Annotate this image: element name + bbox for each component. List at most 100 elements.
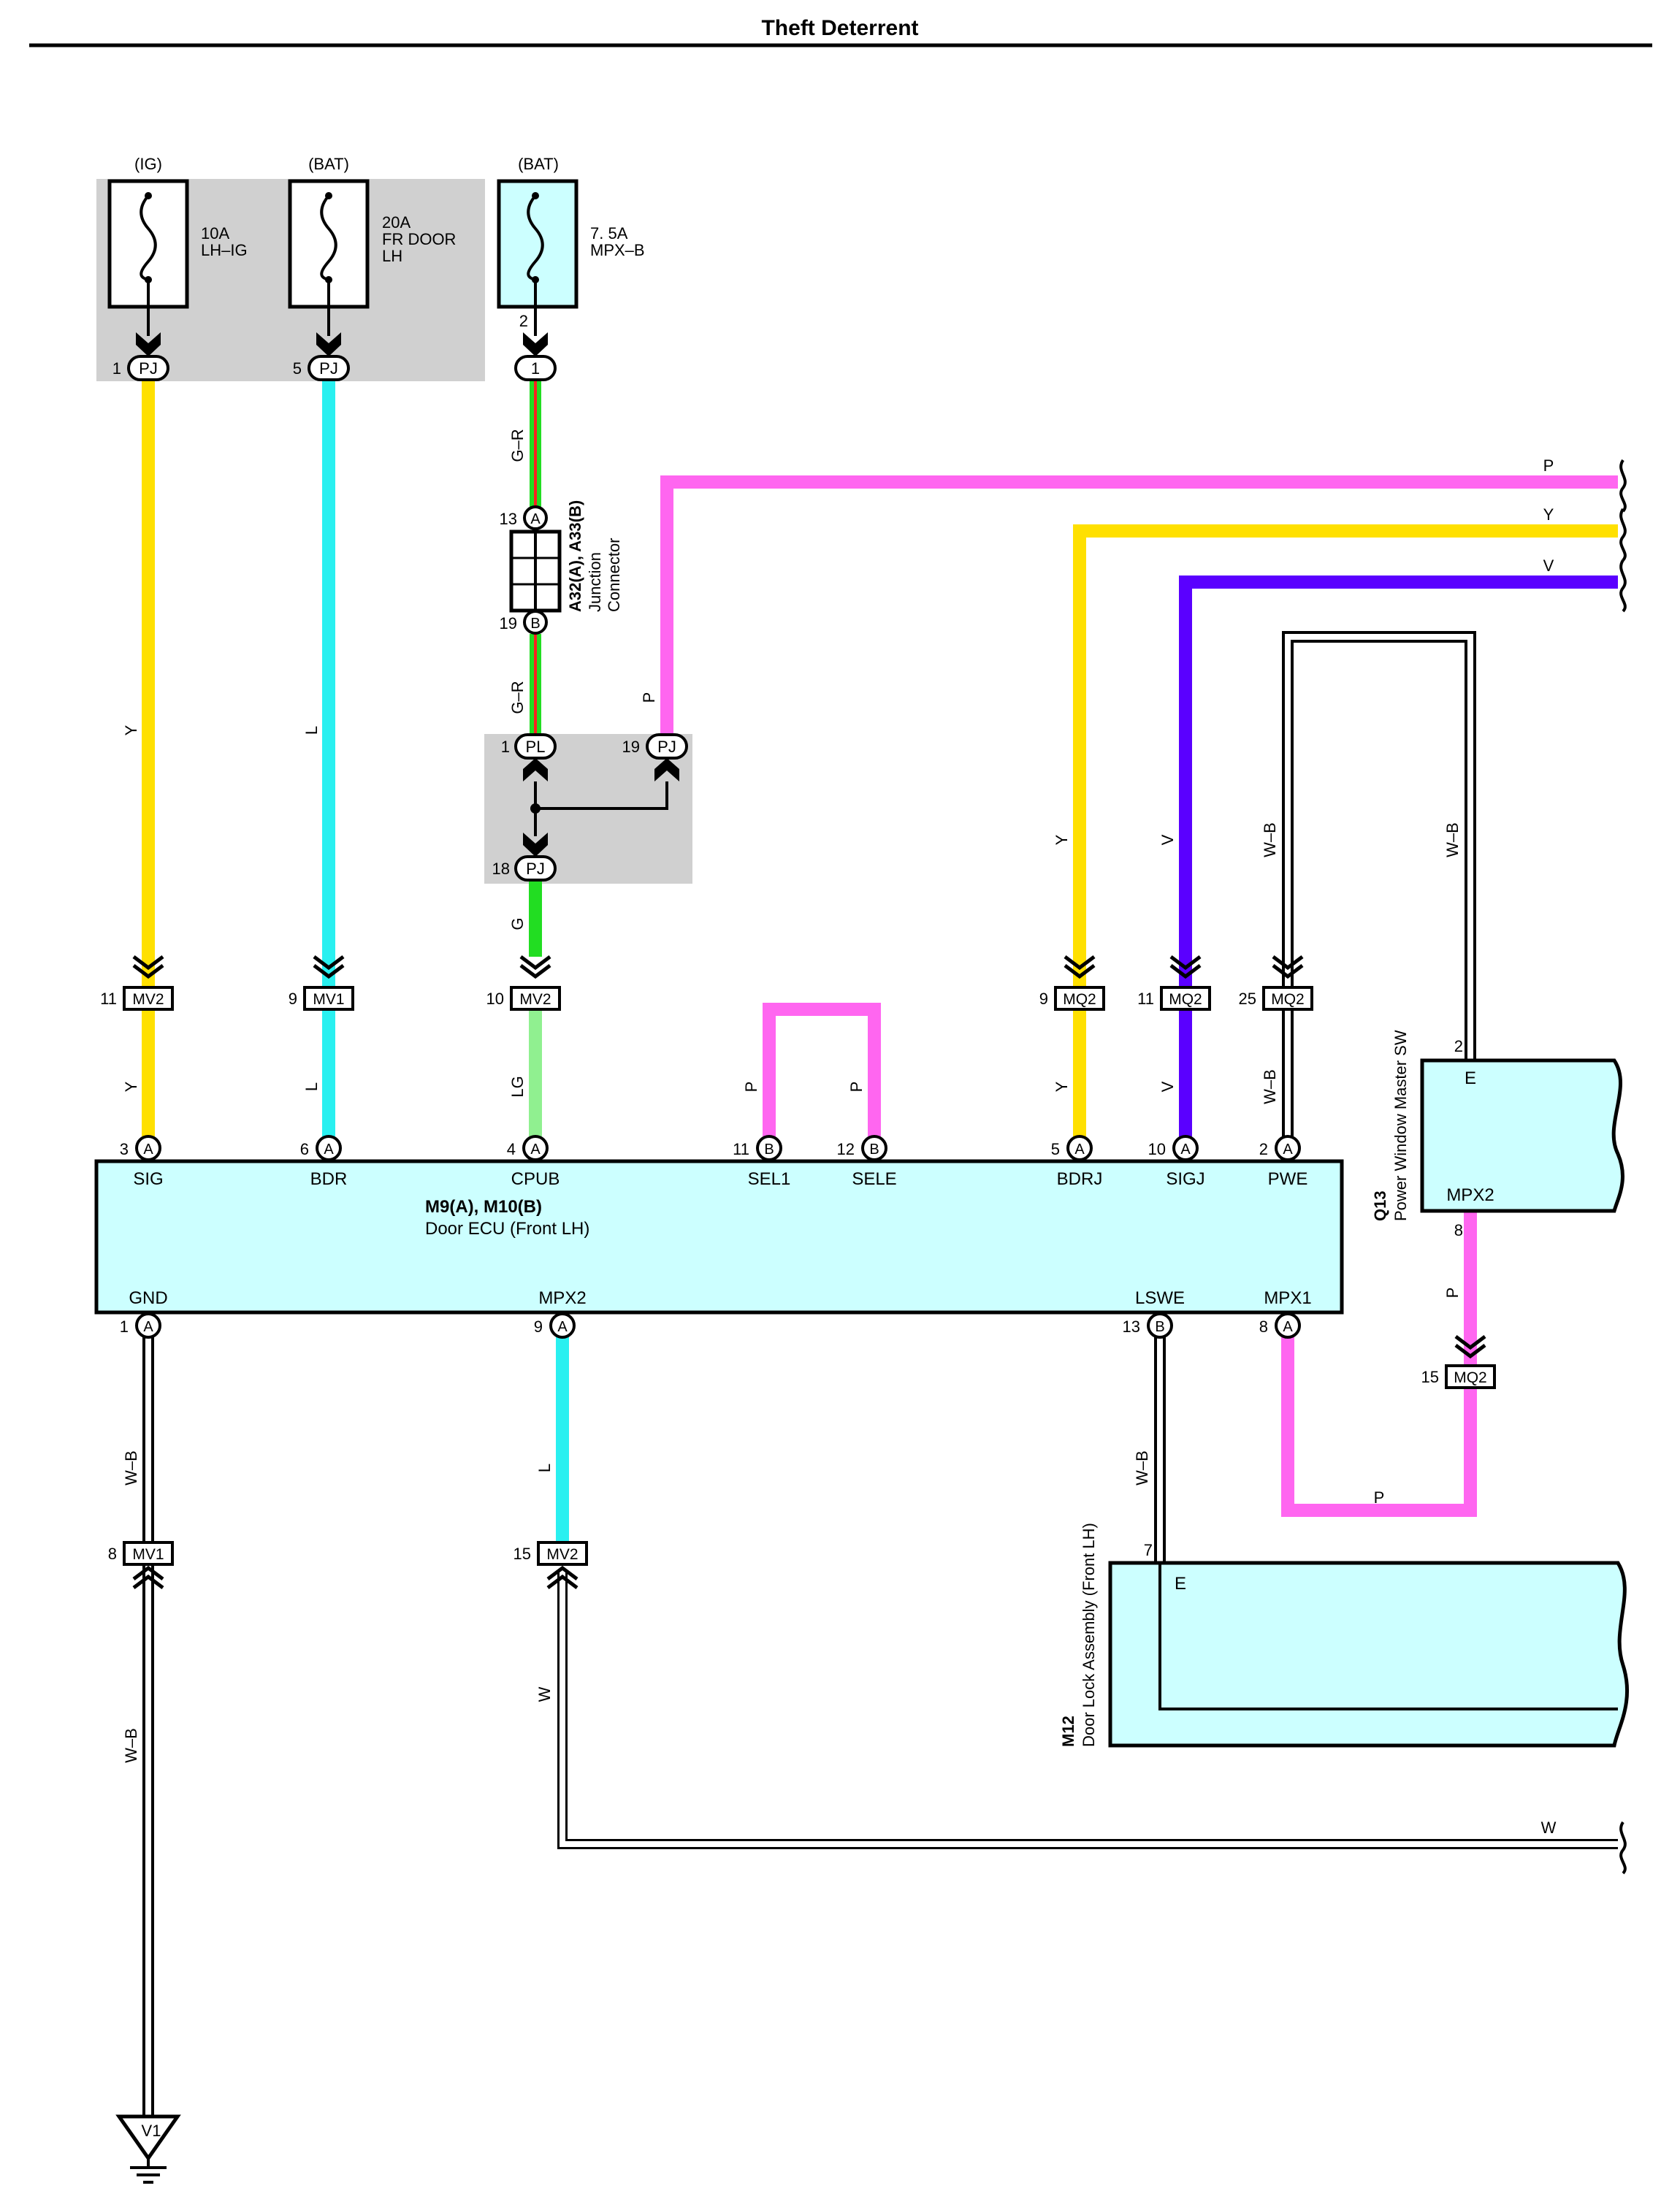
svg-text:W: W <box>1541 1819 1557 1837</box>
junction-block-pins: PL 1 PJ 19 PJ 18 <box>492 733 688 882</box>
svg-text:P: P <box>1374 1488 1385 1507</box>
svg-text:W–B: W–B <box>1443 822 1462 857</box>
svg-text:A: A <box>324 1142 334 1158</box>
svg-text:L: L <box>302 1082 321 1091</box>
svg-text:Y: Y <box>1053 1081 1071 1092</box>
svg-text:PJ: PJ <box>319 359 338 378</box>
inline-connector-mq2-15: MQ2 15 <box>1421 1335 1496 1389</box>
ecu-pin-sel1: B 11 SEL1 <box>733 1135 790 1189</box>
svg-text:A: A <box>1074 1142 1085 1158</box>
svg-text:MPX2: MPX2 <box>538 1288 586 1308</box>
svg-text:1: 1 <box>112 359 121 378</box>
power-window-master-switch: 2 E MPX2 8 Q13 Power Window Master SW <box>1371 1030 1624 1239</box>
door-lock-assembly: 7 E M12 Door Lock Assembly (Front LH) <box>1059 1523 1630 1748</box>
svg-text:9: 9 <box>534 1318 543 1336</box>
door-lock-code: M12 <box>1059 1716 1077 1747</box>
svg-text:5: 5 <box>293 359 302 378</box>
svg-text:BDRJ: BDRJ <box>1057 1169 1103 1189</box>
fuse-name: LH–IG <box>201 241 248 259</box>
svg-text:A: A <box>143 1142 153 1158</box>
svg-text:13: 13 <box>1123 1318 1140 1336</box>
inline-connector-mv1-8: MV1 8 <box>108 1541 174 1589</box>
svg-text:MQ2: MQ2 <box>1063 991 1096 1008</box>
door-ecu: M9(A), M10(B) Door ECU (Front LH) A 3 SI… <box>94 1135 1344 1339</box>
inline-connector-mq2-9: MQ2 9 <box>1039 955 1105 1011</box>
fuse-name: LH <box>382 247 402 265</box>
svg-text:A: A <box>143 1319 153 1335</box>
svg-text:11: 11 <box>100 990 117 1008</box>
inline-connector-mv1-9: MV1 9 <box>289 955 354 1011</box>
fuse-name: FR DOOR <box>382 230 456 248</box>
master-switch-code: Q13 <box>1371 1190 1389 1221</box>
inline-connector-mq2-11: MQ2 11 <box>1137 955 1211 1011</box>
svg-text:11: 11 <box>1137 990 1154 1008</box>
svg-text:25: 25 <box>1239 990 1256 1008</box>
page-title: Theft Deterrent <box>761 16 918 40</box>
svg-text:18: 18 <box>492 860 510 878</box>
pin-1-mpx: 2 1 <box>514 312 557 381</box>
svg-text:MQ2: MQ2 <box>1169 991 1202 1008</box>
svg-text:MV2: MV2 <box>132 991 164 1008</box>
svg-text:A: A <box>1180 1142 1191 1158</box>
wire-violet-sigj <box>1179 576 1618 1141</box>
svg-text:8: 8 <box>1259 1318 1268 1336</box>
svg-text:GND: GND <box>129 1288 167 1308</box>
svg-text:A: A <box>557 1319 568 1335</box>
svg-text:W–B: W–B <box>1133 1450 1151 1485</box>
svg-text:MQ2: MQ2 <box>1454 1369 1487 1386</box>
svg-text:LSWE: LSWE <box>1135 1288 1185 1308</box>
ecu-pin-bdrj: A 5 BDRJ <box>1051 1135 1103 1189</box>
svg-text:PWE: PWE <box>1268 1169 1308 1189</box>
ecu-pin-gnd: GND A 1 <box>120 1288 168 1339</box>
svg-text:W–B: W–B <box>122 1728 140 1763</box>
svg-text:B: B <box>1155 1319 1164 1335</box>
svg-text:A: A <box>530 511 541 527</box>
junction-connector-code: A32(A), A33(B) <box>566 500 584 612</box>
svg-text:12: 12 <box>837 1140 855 1158</box>
svg-text:MPX1: MPX1 <box>1264 1288 1311 1308</box>
fuse-fr-door-lh: (BAT) 20A FR DOOR LH <box>288 155 456 336</box>
svg-text:9: 9 <box>1039 990 1048 1008</box>
ecu-pin-bdr: A 6 BDR <box>300 1135 347 1189</box>
svg-text:6: 6 <box>300 1140 309 1158</box>
fuse-rating: 7. 5A <box>590 224 628 242</box>
inline-connectors-row: MV2 11 MV1 9 MV2 10 MQ2 9 MQ2 11 <box>100 955 1496 1589</box>
svg-text:PJ: PJ <box>139 359 158 378</box>
svg-text:8: 8 <box>108 1545 117 1563</box>
svg-text:CPUB: CPUB <box>511 1169 560 1189</box>
svg-text:2: 2 <box>1454 1037 1463 1055</box>
svg-text:W–B: W–B <box>1261 1069 1279 1104</box>
svg-text:15: 15 <box>513 1545 531 1563</box>
wire-pink-top <box>660 475 1618 734</box>
master-switch-name: Power Window Master SW <box>1391 1030 1410 1221</box>
svg-text:SIG: SIG <box>133 1169 163 1189</box>
fuse-rating: 10A <box>201 224 229 242</box>
svg-text:B: B <box>764 1142 774 1158</box>
svg-text:15: 15 <box>1421 1368 1439 1386</box>
svg-text:L: L <box>302 726 321 735</box>
svg-text:10: 10 <box>486 990 504 1008</box>
svg-text:PJ: PJ <box>526 860 545 878</box>
fuse-name: MPX–B <box>590 241 645 259</box>
svg-text:PL: PL <box>526 738 546 756</box>
svg-text:W: W <box>535 1686 554 1702</box>
pin-pj-1: PJ 1 <box>112 332 169 381</box>
svg-text:MPX2: MPX2 <box>1446 1185 1494 1205</box>
fuse-lh-ig: (IG) 10A LH–IG <box>107 155 248 336</box>
svg-text:B: B <box>530 616 540 632</box>
svg-text:A: A <box>1283 1319 1293 1335</box>
fuse-source-label: (BAT) <box>308 155 349 173</box>
svg-text:P: P <box>742 1082 760 1093</box>
inline-connector-mv2-10: MV2 10 <box>486 955 561 1011</box>
junction-connector-label: Junction <box>586 552 604 612</box>
svg-text:13: 13 <box>500 510 517 528</box>
ecu-pin-pwe: A 2 PWE <box>1259 1135 1308 1189</box>
svg-text:V: V <box>1158 834 1177 845</box>
svg-text:1: 1 <box>531 359 540 378</box>
svg-text:P: P <box>847 1082 866 1093</box>
svg-text:W–B: W–B <box>1261 822 1279 857</box>
ecu-pin-lswe: LSWE B 13 <box>1123 1288 1185 1339</box>
svg-text:V: V <box>1158 1081 1177 1092</box>
svg-text:MV1: MV1 <box>132 1546 164 1563</box>
svg-text:G–R: G–R <box>508 681 527 714</box>
